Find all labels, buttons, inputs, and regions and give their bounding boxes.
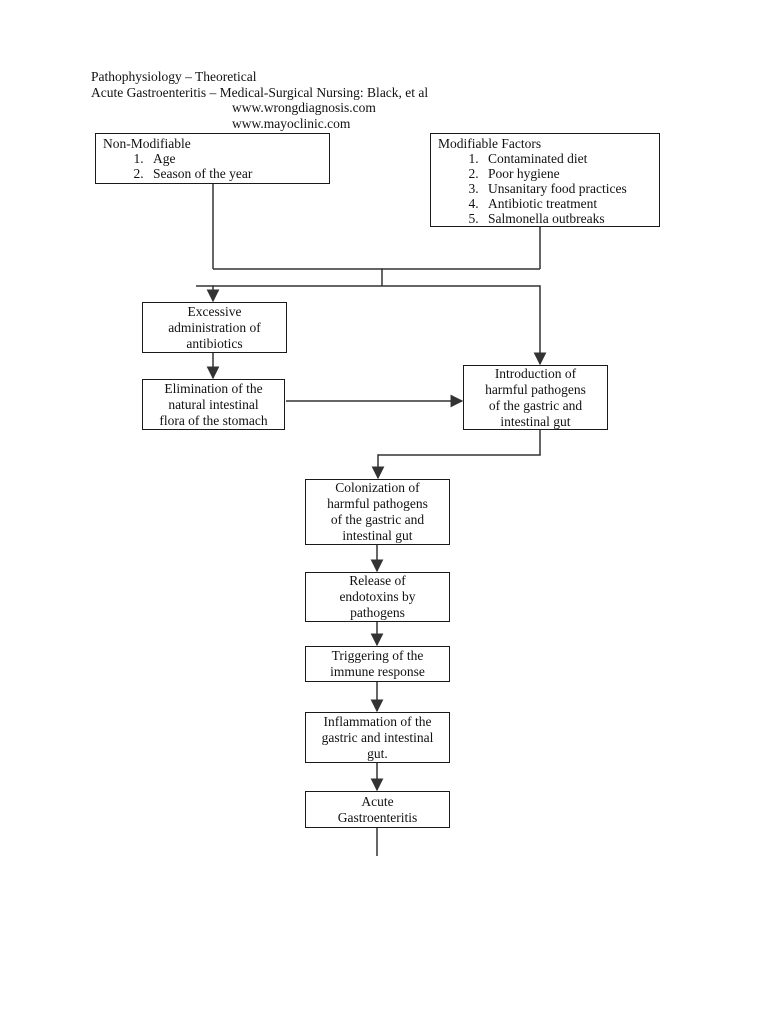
list-item: Antibiotic treatment — [482, 196, 659, 211]
flow-box-acute-gastroenteritis: Acute Gastroenteritis — [305, 791, 450, 828]
flow-box-colonization-pathogens: Colonization of harmful pathogens of the… — [305, 479, 450, 545]
flow-box-inflammation: Inflammation of the gastric and intestin… — [305, 712, 450, 763]
list-item: Poor hygiene — [482, 166, 659, 181]
flow-box-excessive-antibiotics: Excessive administration of antibiotics — [142, 302, 287, 353]
header-source-1: www.wrongdiagnosis.com — [232, 100, 376, 116]
non-modifiable-title: Non-Modifiable — [103, 136, 191, 151]
list-item: Age — [147, 151, 329, 166]
modifiable-factors-box: Modifiable Factors Contaminated diet Poo… — [430, 133, 660, 227]
list-item: Unsanitary food practices — [482, 181, 659, 196]
list-item: Contaminated diet — [482, 151, 659, 166]
non-modifiable-list: Age Season of the year — [96, 151, 329, 181]
flow-box-immune-response: Triggering of the immune response — [305, 646, 450, 682]
header-title: Pathophysiology – Theoretical — [91, 69, 257, 84]
flow-box-release-endotoxins: Release of endotoxins by pathogens — [305, 572, 450, 622]
list-item: Season of the year — [147, 166, 329, 181]
page-header: Pathophysiology – Theoretical Acute Gast… — [91, 69, 428, 131]
list-item: Salmonella outbreaks — [482, 211, 659, 226]
header-source-2: www.mayoclinic.com — [232, 115, 351, 131]
modifiable-list: Contaminated diet Poor hygiene Unsanitar… — [431, 151, 659, 226]
flow-box-elimination-flora: Elimination of the natural intestinal fl… — [142, 379, 285, 430]
header-subtitle: Acute Gastroenteritis – Medical-Surgical… — [91, 84, 429, 100]
modifiable-title: Modifiable Factors — [438, 136, 542, 151]
non-modifiable-factors-box: Non-Modifiable Age Season of the year — [95, 133, 330, 184]
flow-box-introduction-pathogens: Introduction of harmful pathogens of the… — [463, 365, 608, 430]
